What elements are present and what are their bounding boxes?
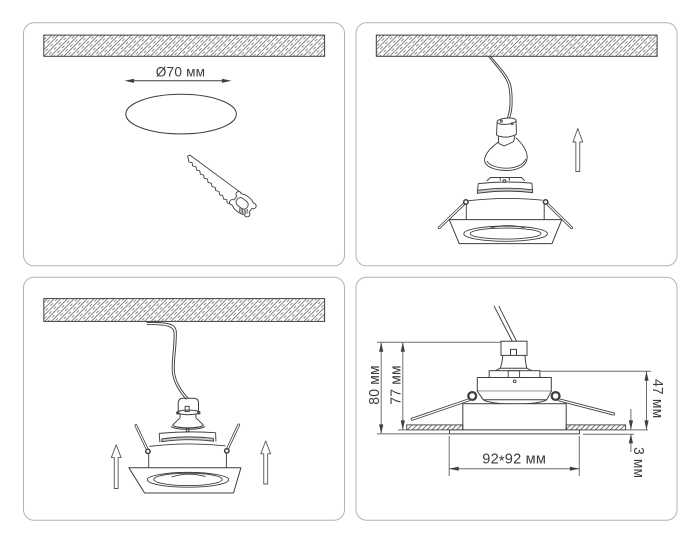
svg-text:80 мм: 80 мм bbox=[367, 365, 383, 404]
svg-text:Ø70 мм: Ø70 мм bbox=[156, 65, 206, 80]
svg-text:47 мм: 47 мм bbox=[649, 379, 665, 418]
svg-text:77 мм: 77 мм bbox=[388, 365, 404, 404]
svg-text:3 мм: 3 мм bbox=[630, 447, 646, 478]
svg-text:92*92 мм: 92*92 мм bbox=[482, 452, 546, 470]
